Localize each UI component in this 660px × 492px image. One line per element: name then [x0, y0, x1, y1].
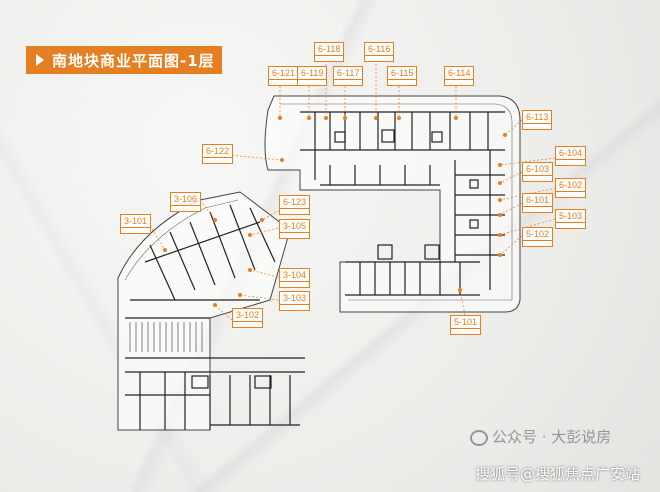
watermark-sohu: 搜狐号@搜狐焦点广安站 — [475, 465, 641, 483]
unit-tag-3-106[interactable]: 3-106 — [170, 192, 202, 212]
unit-tag-5-101[interactable]: 5-101 — [450, 315, 482, 335]
unit-tag-3-102[interactable]: 3-102 — [232, 308, 264, 328]
unit-tag-6-117[interactable]: 6-117 — [333, 66, 364, 86]
wechat-icon — [470, 429, 488, 446]
watermark-official-account: 公众号 · 大彭说房 — [470, 426, 611, 447]
unit-tag-5-102[interactable]: 5-102 — [522, 227, 554, 247]
unit-tag-3-104[interactable]: 3-104 — [279, 268, 311, 288]
play-arrow-icon — [36, 54, 44, 66]
unit-tag-6-113[interactable]: 6-113 — [522, 110, 553, 130]
unit-tag-6-115[interactable]: 6-115 — [387, 66, 418, 86]
unit-tag-6-102[interactable]: 6-102 — [555, 178, 587, 198]
unit-tag-5-103[interactable]: 5-103 — [555, 209, 587, 229]
unit-tag-6-116[interactable]: 6-116 — [364, 42, 395, 62]
unit-tag-6-119[interactable]: 6-119 — [297, 66, 328, 86]
unit-tag-3-103[interactable]: 3-103 — [279, 291, 311, 311]
unit-tag-3-105[interactable]: 3-105 — [279, 219, 311, 239]
unit-tag-6-114[interactable]: 6-114 — [444, 66, 475, 86]
plan-title: 南地块商业平面图-1层 — [52, 51, 215, 70]
unit-tag-3-101[interactable]: 3-101 — [120, 214, 152, 234]
unit-tag-6-101[interactable]: 6-101 — [522, 193, 554, 213]
unit-tag-6-123[interactable]: 6-123 — [279, 195, 311, 215]
unit-tag-6-122[interactable]: 6-122 — [202, 144, 234, 164]
unit-tag-6-104[interactable]: 6-104 — [555, 146, 587, 166]
plan-title-banner: 南地块商业平面图-1层 — [26, 46, 222, 74]
unit-tag-6-121[interactable]: 6-121 — [268, 66, 300, 86]
unit-tag-6-118[interactable]: 6-118 — [314, 42, 345, 62]
unit-tag-6-103[interactable]: 6-103 — [522, 162, 554, 182]
